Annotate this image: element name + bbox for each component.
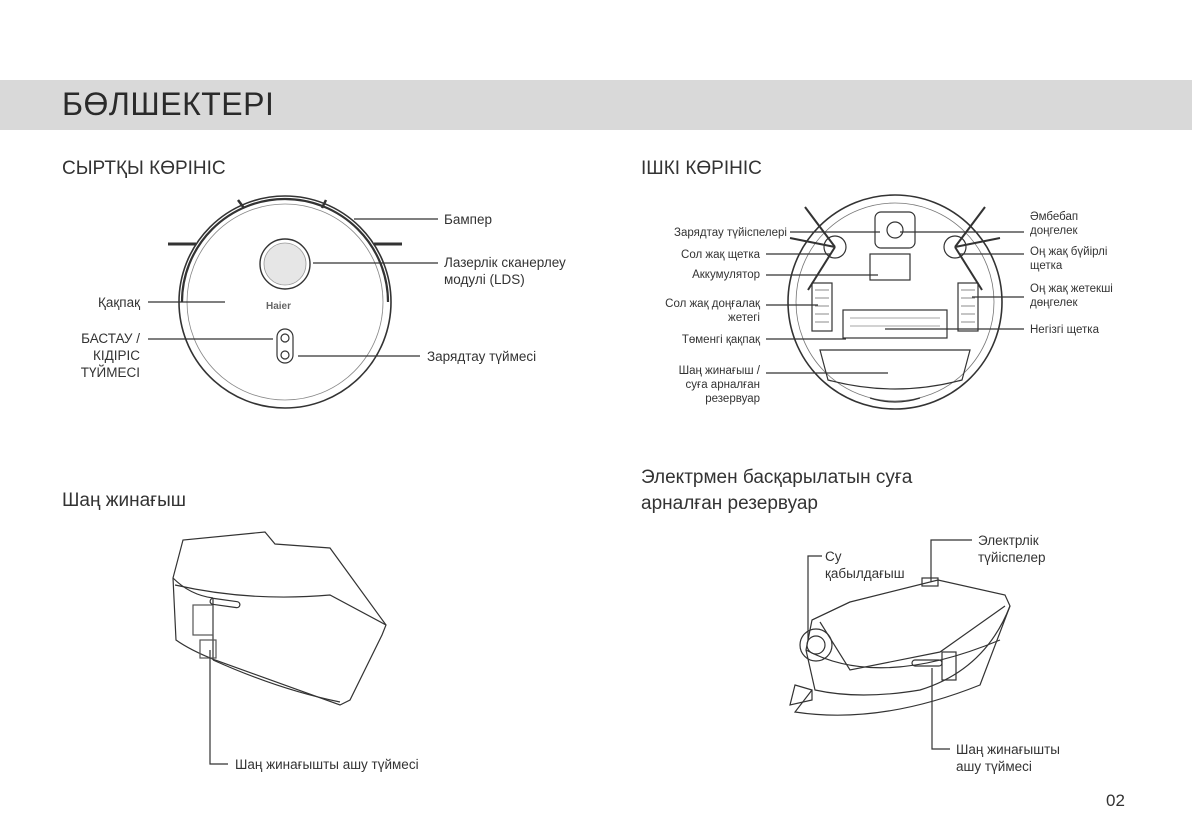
dustbin-drawing: [172, 531, 387, 706]
dustbin-title: Шаң жинағыш: [62, 490, 186, 511]
label-tank-open: Шаң жинағышты ашу түймесі: [956, 742, 1060, 774]
label-universal-wheel: Әмбебап доңгелек: [1030, 211, 1079, 237]
robot-top-view: [168, 195, 402, 409]
label-battery: Аккумулятор: [692, 269, 760, 281]
label-dustbin-tank: Шаң жинағыш / суға арналған резервуар: [678, 365, 760, 405]
label-dustbin-open: Шаң жинағышты ашу түймесі: [235, 757, 419, 772]
label-charge-contacts: Зарядтау түйіспелері: [674, 227, 787, 239]
brand-logo: Haier: [266, 301, 292, 312]
label-water-intake: Су қабылдағыш: [825, 549, 905, 581]
page-number: 02: [1106, 791, 1125, 810]
water-tank-title: Электрмен басқарылатын суға арналған рез…: [641, 467, 913, 514]
label-left-wheel: Сол жақ доңғалақ жетегі: [665, 298, 760, 324]
page-title: БӨЛШЕКТЕРІ: [62, 86, 275, 122]
robot-bottom-view: [787, 194, 1003, 410]
label-left-brush: Сол жақ щетка: [681, 249, 760, 261]
label-right-brush: Оң жақ бүйірлі щетка: [1030, 246, 1108, 272]
exterior-title: СЫРТҚЫ КӨРІНІС: [62, 158, 226, 179]
label-electric-contacts: Электрлік түйіспелер: [978, 533, 1046, 565]
label-bumper: Бампер: [444, 212, 492, 227]
label-lds: Лазерлік сканерлеу модулі (LDS): [444, 255, 566, 287]
label-cover: Қақпақ: [97, 295, 140, 310]
label-right-wheel: Оң жақ жетекші дөңгелек: [1030, 283, 1113, 309]
label-bottom-cover: Төменгі қақпақ: [681, 334, 760, 346]
water-tank-drawing: [789, 577, 1011, 716]
title-bar: [0, 80, 1192, 130]
interior-title: ІШКІ КӨРІНІС: [641, 158, 762, 179]
label-main-brush: Негізгі щетка: [1030, 324, 1099, 336]
label-start-pause: БАСТАУ / КІДІРІС ТҮЙМЕСІ: [80, 331, 140, 380]
label-charge-button: Зарядтау түймесі: [427, 349, 537, 364]
